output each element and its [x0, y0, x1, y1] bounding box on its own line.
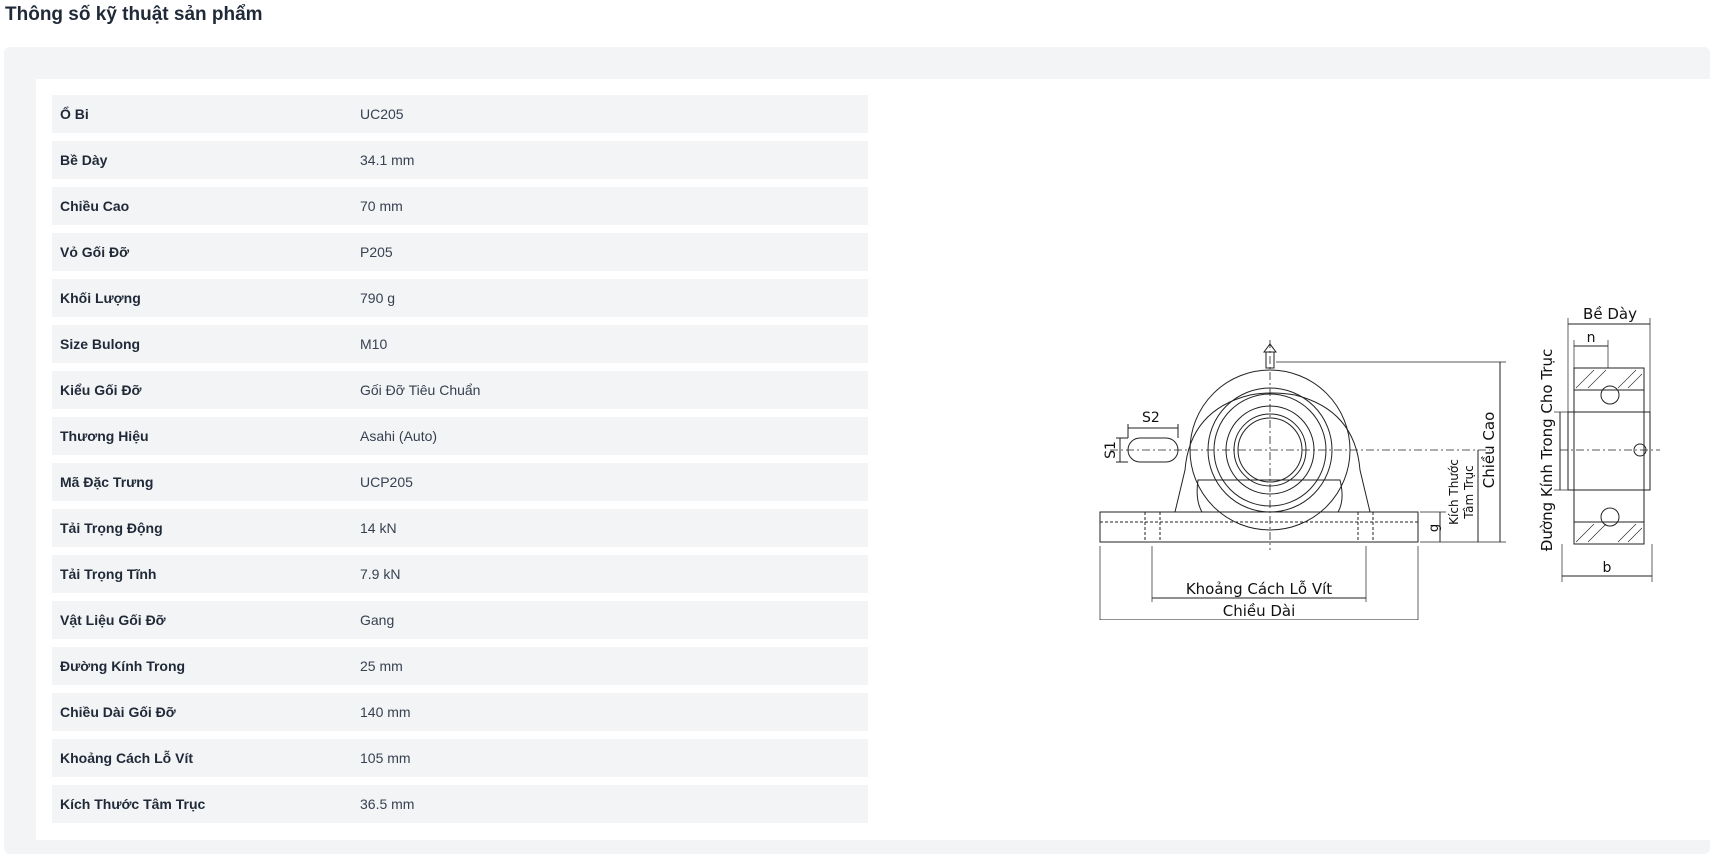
dim-label-chieu-dai: Chiều Dài	[1223, 602, 1296, 620]
spec-row-shaft-center: Kích Thước Tâm Trục 36.5 mm	[52, 785, 868, 823]
spec-row-dynamic-load: Tải Trọng Động 14 kN	[52, 509, 868, 547]
spec-label: Khoảng Cách Lỗ Vít	[60, 750, 193, 766]
spec-value: Gang	[360, 612, 395, 628]
spec-value: UCP205	[360, 474, 413, 490]
spec-value: P205	[360, 244, 393, 260]
spec-row-material: Vật Liệu Gối Đỡ Gang	[52, 601, 868, 639]
spec-value: 790 g	[360, 290, 396, 306]
dim-label-be-day: Bề Dày	[1583, 305, 1637, 323]
spec-row-weight: Khối Lượng 790 g	[52, 279, 868, 317]
dim-label-s1: S1	[1103, 441, 1119, 459]
spec-label: Ổ Bi	[60, 106, 89, 122]
dim-label-khoang-cach: Khoảng Cách Lỗ Vít	[1186, 580, 1332, 598]
spec-label: Đường Kính Trong	[60, 658, 186, 674]
spec-value: 140 mm	[360, 704, 411, 720]
dim-label-duong-kinh: Đường Kính Trong Cho Trục	[1538, 349, 1556, 551]
spec-row-housing-type: Kiểu Gối Đỡ Gối Đỡ Tiêu Chuẩn	[52, 371, 868, 409]
spec-row-housing: Vỏ Gối Đỡ P205	[52, 233, 868, 271]
spec-row-inner-diameter: Đường Kính Trong 25 mm	[52, 647, 868, 685]
spec-value: 14 kN	[360, 520, 397, 536]
spec-label: Bề Dày	[60, 152, 108, 168]
spec-value: 7.9 kN	[360, 566, 401, 582]
spec-value: 25 mm	[360, 658, 403, 674]
spec-row-housing-length: Chiều Dài Gối Đỡ 140 mm	[52, 693, 868, 731]
spec-label: Mã Đặc Trưng	[60, 474, 154, 490]
dim-label-tam-truc: Tâm Trục	[1462, 465, 1476, 520]
spec-label: Khối Lượng	[60, 290, 141, 306]
spec-label: Thương Hiệu	[60, 428, 149, 444]
spec-row-brand: Thương Hiệu Asahi (Auto)	[52, 417, 868, 455]
spec-label: Vật Liệu Gối Đỡ	[60, 612, 166, 628]
dim-label-g: g	[1427, 524, 1442, 532]
spec-value: 36.5 mm	[360, 796, 415, 812]
bearing-dimension-drawing: S2 S1 g Kích Thước Tâm Trục Chiều Cao Kh…	[1099, 305, 1660, 620]
spec-value: M10	[360, 336, 388, 352]
spec-row-bolt-spacing: Khoảng Cách Lỗ Vít 105 mm	[52, 739, 868, 777]
page-title: Thông số kỹ thuật sản phẩm	[5, 4, 263, 25]
spec-value: Asahi (Auto)	[360, 428, 438, 444]
spec-row-static-load: Tải Trọng Tĩnh 7.9 kN	[52, 555, 868, 593]
spec-value: Gối Đỡ Tiêu Chuẩn	[360, 382, 481, 398]
spec-label: Chiều Dài Gối Đỡ	[60, 704, 176, 720]
spec-table: Ổ Bi UC205 Bề Dày 34.1 mm Chiều Cao 70 m…	[52, 95, 868, 831]
spec-label: Tải Trọng Động	[60, 520, 163, 536]
dim-label-s2: S2	[1142, 410, 1160, 426]
spec-value: 70 mm	[360, 198, 403, 214]
spec-value: UC205	[360, 106, 404, 122]
spec-row-bearing: Ổ Bi UC205	[52, 95, 868, 133]
dim-label-b: b	[1603, 560, 1612, 576]
dim-label-n: n	[1587, 330, 1596, 346]
spec-label: Kiểu Gối Đỡ	[60, 382, 142, 398]
spec-row-code: Mã Đặc Trưng UCP205	[52, 463, 868, 501]
spec-label: Size Bulong	[60, 336, 141, 352]
spec-row-height: Chiều Cao 70 mm	[52, 187, 868, 225]
spec-label: Chiều Cao	[60, 198, 130, 214]
spec-value: 105 mm	[360, 750, 411, 766]
dim-label-kich-thuoc: Kích Thước	[1447, 459, 1461, 525]
dim-label-chieu-cao: Chiều Cao	[1480, 412, 1498, 489]
spec-value: 34.1 mm	[360, 152, 415, 168]
spec-row-bolt-size: Size Bulong M10	[52, 325, 868, 363]
spec-label: Vỏ Gối Đỡ	[60, 244, 130, 260]
spec-label: Tải Trọng Tĩnh	[60, 566, 157, 582]
spec-row-thickness: Bề Dày 34.1 mm	[52, 141, 868, 179]
spec-label: Kích Thước Tâm Trục	[60, 796, 206, 812]
